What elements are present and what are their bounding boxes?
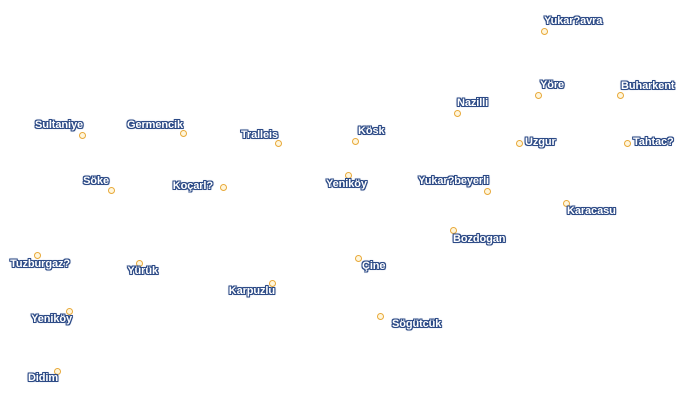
place-label: Karpuzlu (228, 285, 275, 297)
place-label: Uzgur (525, 136, 556, 148)
place-label: Tralleis (240, 129, 278, 141)
place-label: Buharkent (621, 80, 675, 92)
place-dot (515, 139, 523, 147)
place-label: Söke (83, 175, 109, 187)
place-dot (135, 259, 143, 267)
place-dot (623, 139, 631, 147)
place-dot (107, 186, 115, 194)
place-dot (354, 254, 362, 262)
place-label: Karacasu (567, 205, 616, 217)
place-dot (344, 171, 352, 179)
place-label: Bozdogan (453, 233, 506, 245)
place-label: Sultaniye (34, 119, 83, 131)
place-label: Yukar?avra (544, 15, 603, 27)
place-dot (268, 279, 276, 287)
place-label: Çine (362, 260, 386, 272)
place-dot (351, 137, 359, 145)
place-label: Koçarl? (172, 180, 213, 192)
place-label: Germencik (127, 119, 183, 131)
place-label: Yöre (540, 79, 565, 91)
place-dot (534, 91, 542, 99)
place-dot (219, 183, 227, 191)
place-dot (274, 139, 282, 147)
place-dot (53, 367, 61, 375)
place-dot (33, 251, 41, 259)
place-label: Yeniköy (31, 313, 72, 325)
place-dot (65, 307, 73, 315)
place-label: Nazilli (457, 97, 489, 109)
place-label: Kösk (358, 125, 385, 137)
place-dot (78, 131, 86, 139)
place-dot (449, 226, 457, 234)
place-label: Tuzburgaz? (10, 258, 70, 270)
place-label: Sögütcük (392, 318, 442, 330)
place-dot (562, 199, 570, 207)
place-dot (376, 312, 384, 320)
place-label: Yeniköy (326, 178, 367, 190)
place-label: Yürük (127, 265, 158, 277)
place-dot (540, 27, 548, 35)
place-dot (453, 109, 461, 117)
place-dot (616, 91, 624, 99)
place-label: Didim (27, 372, 58, 384)
place-label: Yukar?beyerli (418, 175, 489, 187)
place-dot (179, 129, 187, 137)
place-label: Tahtac? (633, 136, 674, 148)
place-dot (483, 187, 491, 195)
